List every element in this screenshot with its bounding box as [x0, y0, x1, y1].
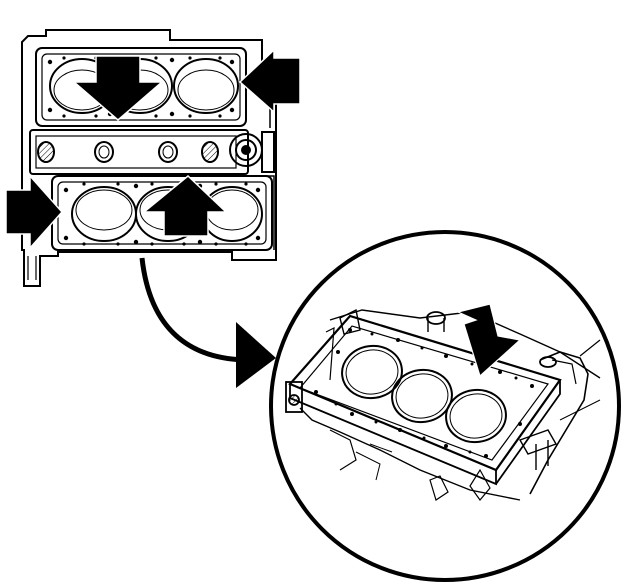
arrow-down-detail [456, 303, 522, 378]
detail-bore-1 [341, 344, 403, 400]
detail-bore-2 [391, 368, 453, 424]
bottom-bank-gasket [51, 175, 273, 251]
bottom-bore-1 [71, 186, 137, 242]
top-bore-3 [173, 58, 239, 114]
arrow-down-top-bank [71, 55, 165, 121]
arrow-left-top-bank [238, 48, 301, 114]
block-arrows [5, 48, 301, 250]
block-valley [29, 129, 275, 175]
engine-block-view [21, 29, 277, 287]
detail-bore-3 [445, 388, 507, 444]
callout-arrow [139, 257, 276, 388]
bottom-bore-3 [201, 186, 263, 242]
detail-view [269, 230, 621, 582]
block-outline [21, 29, 277, 287]
arrow-right-bottom-bank [5, 174, 64, 250]
arrow-up-bottom-bank [141, 175, 228, 237]
